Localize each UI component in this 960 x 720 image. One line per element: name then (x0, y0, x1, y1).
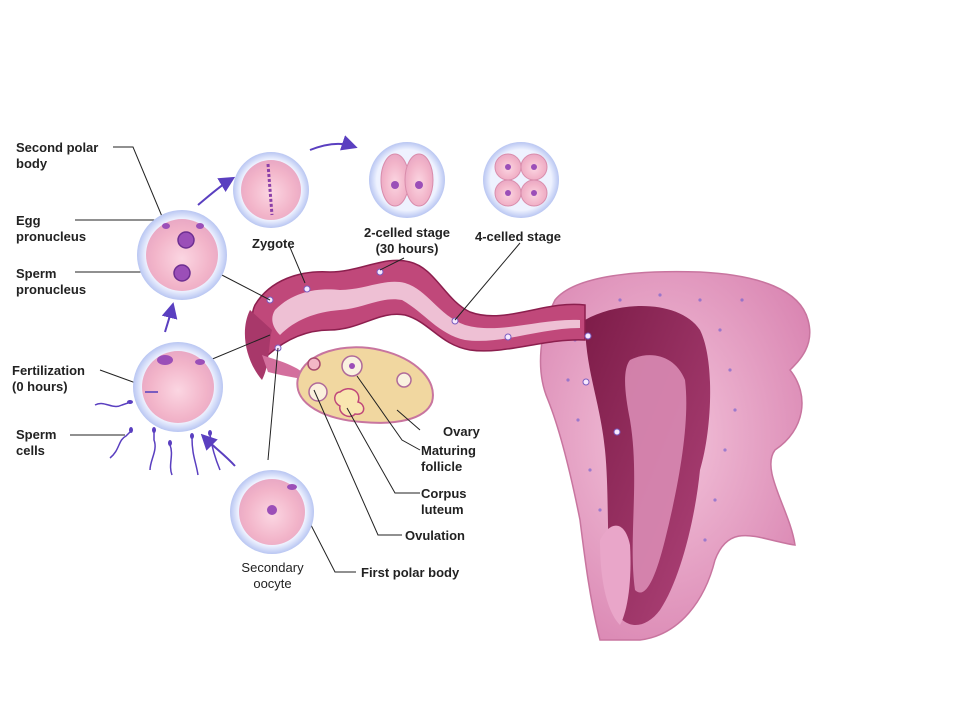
label-ovary: Ovary (443, 424, 480, 439)
label-zygote: Zygote (252, 236, 295, 251)
zygote-cell (233, 152, 309, 228)
sequence-arrows (161, 135, 358, 467)
label-egg-pronucleus: Egg pronucleus (16, 213, 87, 244)
two-celled-embryo (369, 142, 445, 218)
label-fertilization: Fertilization (0 hours) (12, 363, 85, 394)
label-ovulation: Ovulation (405, 528, 465, 543)
fertilization-cell (133, 342, 223, 432)
fallopian-tube (244, 259, 621, 436)
secondary-oocyte-cell (230, 470, 314, 554)
label-two-celled-stage: 2-celled stage (30 hours) (364, 225, 450, 256)
label-corpus-luteum: Corpus luteum (421, 486, 467, 517)
label-secondary-oocyte: Secondary oocyte (241, 560, 304, 591)
label-maturing-follicle: Maturing follicle (421, 443, 476, 474)
ovary (296, 346, 434, 424)
label-first-polar-body: First polar body (361, 565, 460, 580)
four-celled-embryo (483, 142, 559, 218)
label-sperm-cells: Sperm cells (16, 427, 57, 458)
sperm-cells (94, 402, 221, 476)
label-sperm-pronucleus: Sperm pronucleus (16, 266, 87, 297)
label-second-polar-body: Second polar body (16, 140, 99, 171)
fertilized-egg-cell (137, 210, 227, 300)
uterus (539, 270, 811, 641)
label-four-celled-stage: 4-celled stage (475, 229, 561, 244)
